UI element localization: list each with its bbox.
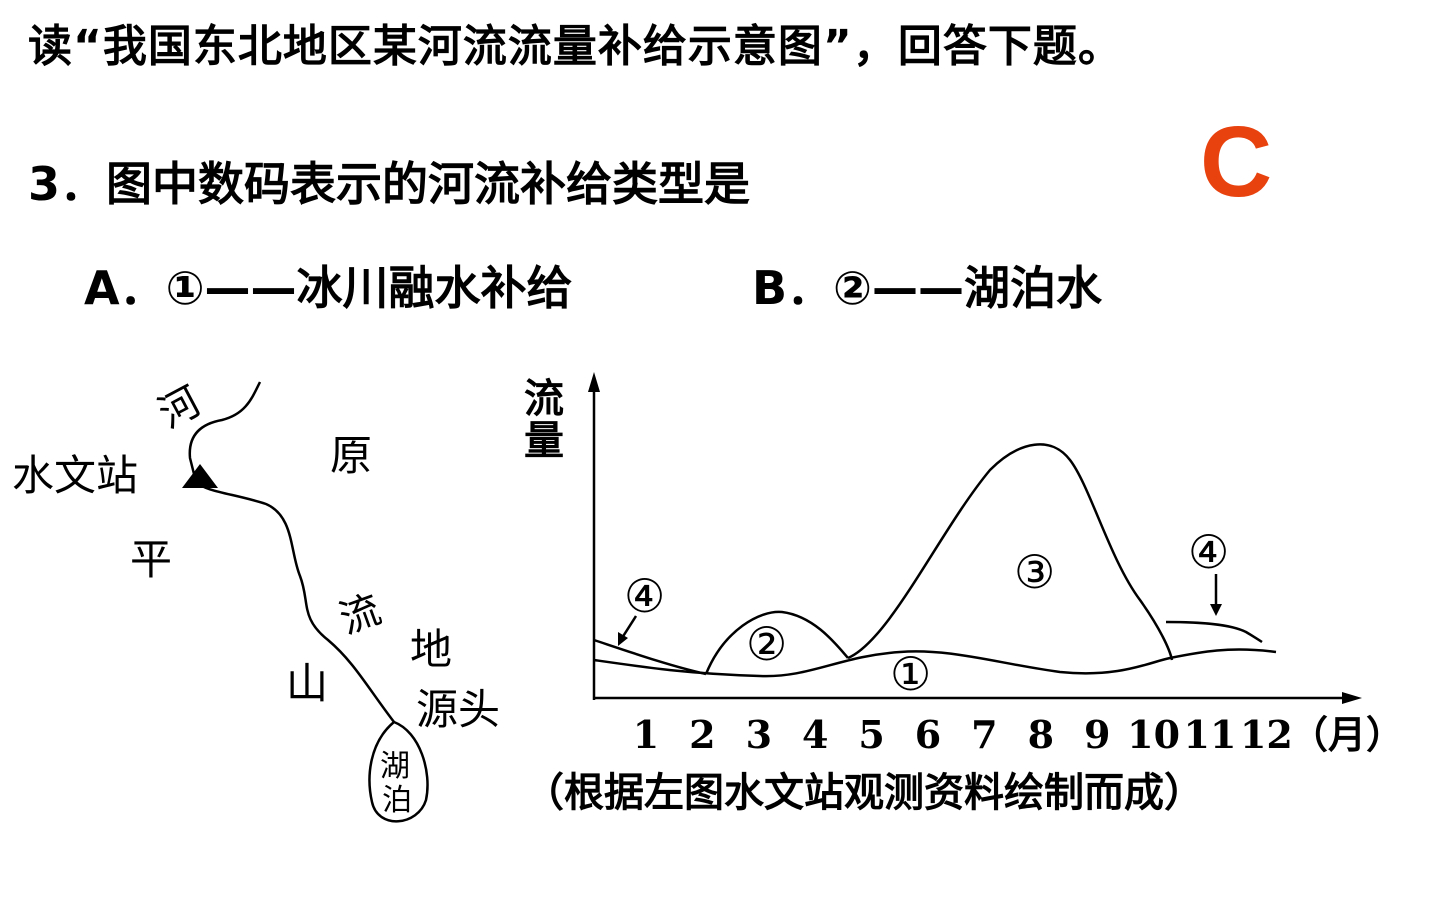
option-a: A．①——冰川融水补给 [84, 261, 573, 315]
x-tick-label: 8 [1028, 712, 1054, 757]
chart-caption: （根据左图水文站观测资料绘制而成） [524, 769, 1204, 816]
x-tick-label: 2 [689, 712, 715, 757]
map-label-station: 水文站 [12, 451, 138, 500]
series-label-1: ① [890, 647, 931, 701]
series-label-2: ② [746, 617, 787, 671]
x-tick-label: 10 [1127, 712, 1180, 757]
map-label-lake-1: 湖 [380, 749, 410, 784]
map-label-flow: 流 [334, 586, 387, 643]
map-label-plain-1: 原 [330, 431, 372, 480]
river-map: 河 水文站 原 平 流 地 山 源头 湖 泊 [12, 378, 500, 823]
x-tick-label: 5 [858, 712, 884, 757]
answer-mark: C [1200, 106, 1273, 218]
station-triangle-icon [182, 464, 218, 488]
marker-4a-arrow-line [620, 615, 638, 639]
marker-4b-arrow-head [1210, 604, 1222, 616]
series-label-3: ③ [1014, 545, 1055, 599]
map-label-lake-2: 泊 [382, 783, 412, 818]
question-stem: 3．图中数码表示的河流补给类型是 [28, 157, 751, 211]
x-axis-unit: （月） [1290, 712, 1404, 757]
x-tick-label: 11 [1184, 712, 1237, 757]
series-4-spring-curve [593, 638, 707, 676]
question-intro: 读“我国东北地区某河流流量补给示意图”，回答下题。 [28, 21, 1123, 72]
series-4-autumn-curve [1165, 620, 1263, 644]
marker-4a-arrow-head [618, 632, 628, 646]
x-axis-arrow [1342, 692, 1362, 704]
y-axis-label-2: 量 [524, 417, 564, 464]
x-tick-label: 7 [971, 712, 997, 757]
x-tick-label: 1 [633, 712, 659, 757]
lake-outline [368, 720, 429, 823]
map-label-mountain-2: 山 [286, 659, 328, 708]
x-tick-label: 3 [746, 712, 772, 757]
series-label-4b: ④ [1188, 525, 1229, 579]
map-label-source: 源头 [416, 685, 500, 734]
series-3-summer-curve [847, 443, 1174, 661]
x-tick-label: 12 [1240, 712, 1293, 757]
x-tick-label: 9 [1084, 712, 1110, 757]
river-upper-line [188, 381, 262, 475]
y-axis-arrow [588, 372, 600, 392]
series-2-hump-curve [704, 610, 849, 675]
map-label-mountain-1: 地 [410, 625, 452, 674]
x-tick-label: 6 [915, 712, 941, 757]
option-b: B．②——湖泊水 [752, 261, 1103, 315]
river-main-line [195, 481, 395, 723]
y-axis-label-1: 流 [524, 375, 564, 422]
x-tick-label: 4 [802, 712, 828, 757]
map-label-plain-2: 平 [130, 535, 172, 584]
series-label-4a: ④ [624, 569, 665, 623]
